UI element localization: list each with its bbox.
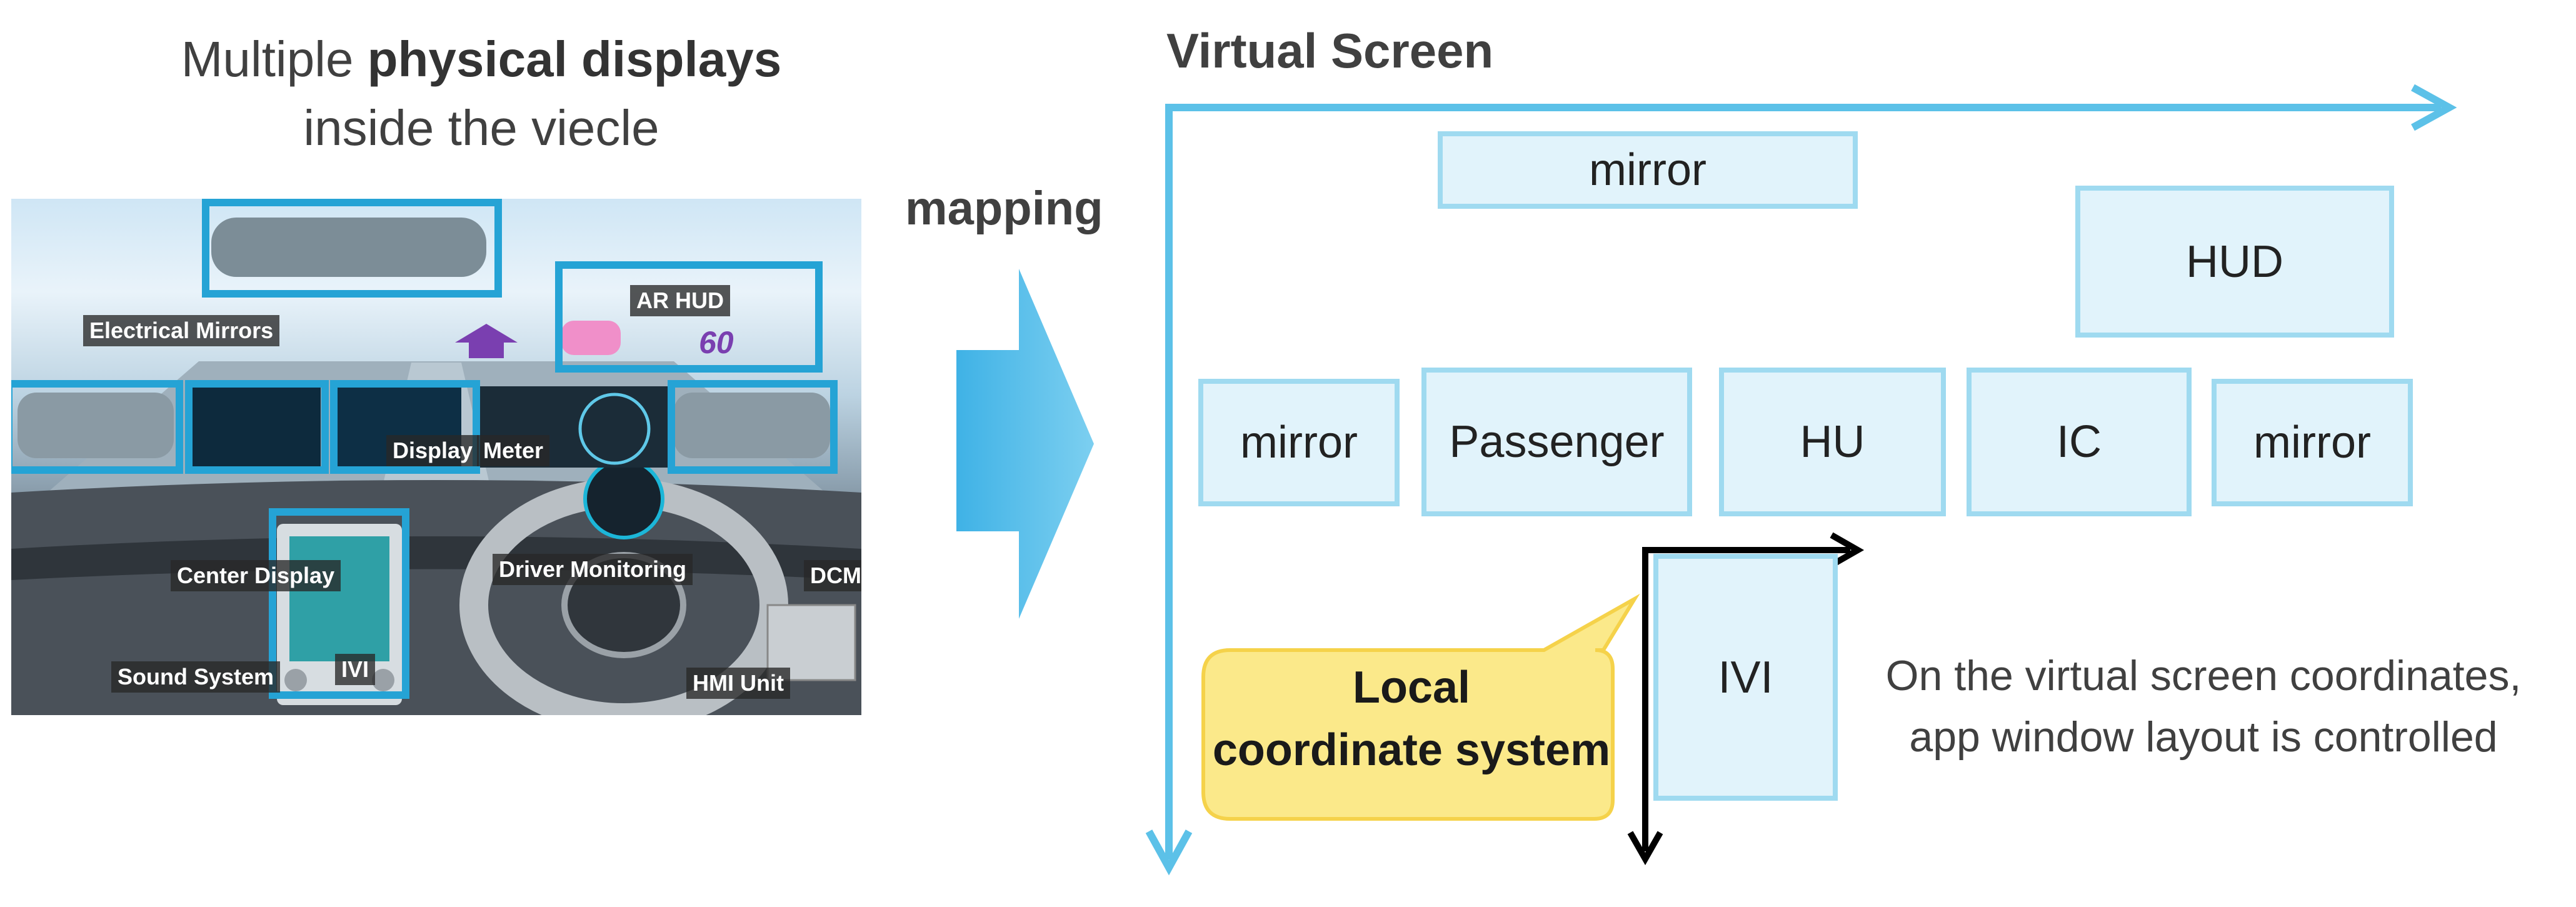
local-x-axis [1645,532,1865,568]
hud-speed-readout: 60 [699,325,734,360]
highlight-ar-hud [555,261,823,373]
window-ic[interactable]: IC [1967,368,2192,516]
window-hu[interactable]: HU [1719,368,1946,516]
vehicle-cockpit-photo: 60 Electrical Mirrors AR HUD Display Met… [11,199,861,715]
window-hud[interactable]: HUD [2075,186,2394,338]
title-line-2: inside the viecle [303,100,659,156]
mapping-label: mapping [905,182,1103,235]
local-coordinate-callout: Local coordinate system [1205,656,1618,781]
window-mirror-top[interactable]: mirror [1438,131,1858,209]
physical-displays-title: Multiple physical displays inside the vi… [100,25,863,163]
highlight-rear-mirror [202,199,502,298]
window-mirror-left[interactable]: mirror [1198,379,1400,506]
center-display-screen [289,536,389,661]
highlight-ivi [269,508,409,699]
window-passenger[interactable]: Passenger [1421,368,1692,516]
label-hmi-unit: HMI Unit [686,668,790,699]
virtual-x-axis [1166,84,2457,131]
callout-line-2: coordinate system [1212,725,1611,775]
label-driver-monitoring: Driver Monitoring [493,554,693,585]
label-meter: Meter [477,435,550,466]
virtual-y-axis [1145,104,1193,876]
highlight-right-mirror [668,380,838,474]
callout-bubble [1201,593,1640,821]
window-ivi[interactable]: IVI [1653,554,1838,801]
mapping-arrow-icon [956,269,1094,619]
label-display: Display [386,435,479,466]
label-ar-hud: AR HUD [630,285,730,316]
left-mirror-image [18,393,174,458]
window-mirror-right[interactable]: mirror [2212,379,2413,506]
label-center-display: Center Display [171,560,341,591]
virtual-screen-title: Virtual Screen [1166,23,1494,78]
highlight-cluster-left [185,380,329,474]
local-y-axis [1627,547,1663,866]
rear-mirror-image [211,218,486,277]
note-line-1: On the virtual screen coordinates, [1885,652,2522,699]
layout-note: On the virtual screen coordinates, app w… [1838,645,2569,768]
hud-car-icon [561,321,621,355]
left-knob [284,669,307,691]
label-dcm: DCM [804,560,861,591]
right-mirror-image [674,393,830,458]
note-line-2: app window layout is controlled [1909,713,2498,761]
label-electrical-mirrors: Electrical Mirrors [83,315,280,346]
cluster-display-left [193,386,321,468]
label-ivi: IVI [335,654,376,685]
dashboard [11,480,861,715]
hud-arrow-icon [455,324,518,358]
callout-line-1: Local [1352,663,1471,713]
title-line-1: Multiple physical displays [181,31,782,87]
speedometer-gauge [578,393,651,465]
right-knob [372,669,394,691]
label-sound-system: Sound System [111,661,281,693]
highlight-left-mirror [11,380,183,474]
